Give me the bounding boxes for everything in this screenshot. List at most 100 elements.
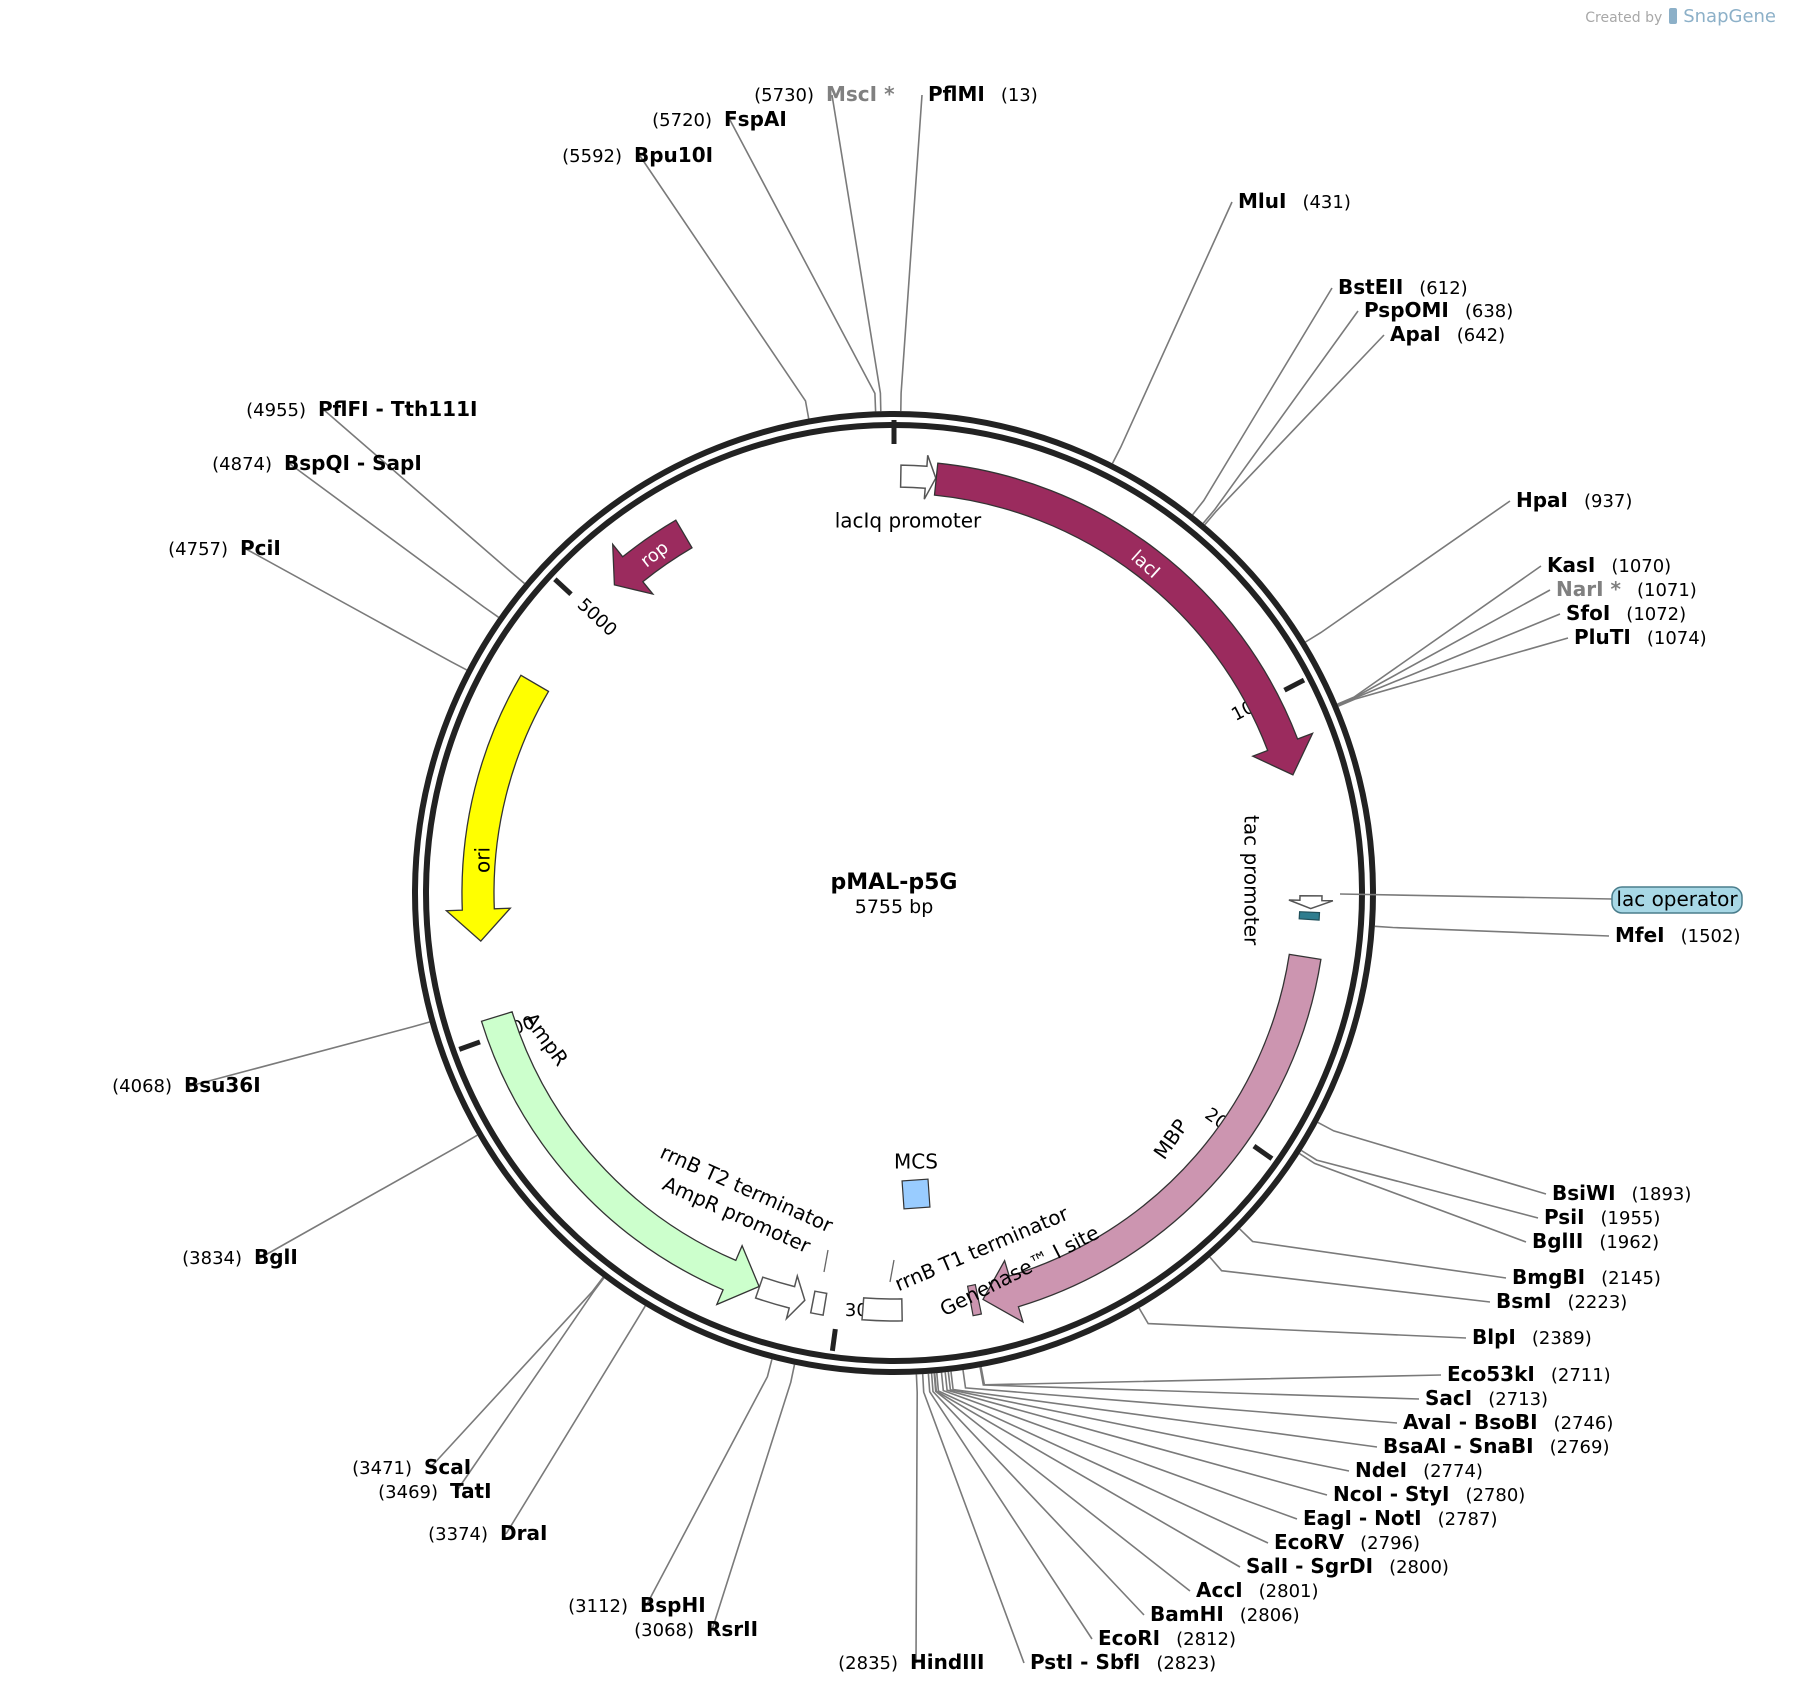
site-bamhi[interactable]: BamHI(2806) <box>1150 1602 1300 1626</box>
site-ndei[interactable]: NdeI(2774) <box>1355 1458 1483 1482</box>
site-sali-sgrdi[interactable]: SalI - SgrDI(2800) <box>1246 1554 1449 1578</box>
site-blpi[interactable]: BlpI(2389) <box>1472 1325 1592 1349</box>
site-position: (3469) <box>378 1482 438 1503</box>
site-position: (2796) <box>1360 1533 1420 1554</box>
site-position: (2801) <box>1259 1581 1319 1602</box>
site-bsiwi[interactable]: BsiWI(1893) <box>1552 1181 1691 1205</box>
feature-rrnB-T1-box[interactable] <box>861 1297 903 1322</box>
site-position: (638) <box>1465 301 1513 322</box>
site-saci[interactable]: SacI(2713) <box>1425 1386 1548 1410</box>
feature-MBP-arrow[interactable] <box>982 953 1322 1324</box>
site-pspomi[interactable]: PspOMI (638) <box>1364 298 1513 322</box>
site-fspai[interactable]: FspAI(5720) <box>652 107 787 131</box>
site-bpu10i[interactable]: Bpu10I(5592) <box>562 143 713 167</box>
site-sfoi[interactable]: SfoI(1072) <box>1566 601 1686 625</box>
site-position: (2823) <box>1156 1653 1216 1674</box>
site-position: (2780) <box>1465 1485 1525 1506</box>
site-kasi[interactable]: KasI(1070) <box>1547 553 1671 577</box>
feature-lac-operator-label[interactable]: lac operator <box>1339 886 1743 914</box>
site-mfei[interactable]: MfeI(1502) <box>1615 923 1740 947</box>
bp-ticks: 10002000300040005000 <box>458 577 1306 1352</box>
site-ecorv[interactable]: EcoRV(2796) <box>1274 1530 1420 1554</box>
terminator-connector-1 <box>823 1249 829 1273</box>
feature-genenase-site-box[interactable] <box>966 1283 983 1317</box>
site-hpai[interactable]: HpaI(937) <box>1516 488 1632 512</box>
site-bsaai-snabi[interactable]: BsaAI - SnaBI(2769) <box>1383 1434 1609 1458</box>
feature-AmpR-arrow[interactable] <box>480 1010 760 1306</box>
site-name: EcoRI <box>1098 1626 1160 1650</box>
feature-lacI-arrow[interactable] <box>933 462 1314 776</box>
site-acci[interactable]: AccI(2801) <box>1196 1578 1319 1602</box>
site-leader-mfei <box>1374 925 1610 937</box>
site-position: (5592) <box>562 146 622 167</box>
site-scai[interactable]: ScaI(3471) <box>352 1455 471 1479</box>
site-hindiii[interactable]: HindIII(2835) <box>838 1650 984 1674</box>
site-tati[interactable]: TatI(3469) <box>378 1479 491 1503</box>
site-position: (2145) <box>1601 1268 1661 1289</box>
site-ecori[interactable]: EcoRI (2812) <box>1098 1626 1236 1650</box>
site-bsmi[interactable]: BsmI(2223) <box>1496 1289 1627 1313</box>
site-position: (2711) <box>1551 1365 1611 1386</box>
restriction-sites: PflMI(13) MluI(431) BstEII(612)PspOMI (638)… <box>112 82 1740 1674</box>
site-mlui[interactable]: MluI(431) <box>1238 189 1351 213</box>
site-name: BsaAI - SnaBI <box>1383 1434 1534 1458</box>
site-drai[interactable]: DraI(3374) <box>428 1521 547 1545</box>
feature-lacIq-promoter-arrow[interactable] <box>899 455 937 500</box>
site-bsu36i[interactable]: Bsu36I(4068) <box>112 1073 261 1097</box>
site-pflfi-tth111i[interactable]: PflFI - Tth111I(4955) <box>246 397 477 421</box>
site-position: (2835) <box>838 1653 898 1674</box>
site-eco53ki[interactable]: Eco53kI (2711) <box>1447 1362 1611 1386</box>
credit-prefix: Created by <box>1585 10 1663 26</box>
site-position: (1893) <box>1632 1184 1692 1205</box>
site-pcii[interactable]: PciI(4757) <box>168 536 281 560</box>
feature-lac-operator-box[interactable] <box>1298 911 1321 921</box>
feature-rrnB-T2-box[interactable] <box>809 1290 828 1316</box>
site-leader-pcii <box>245 548 468 671</box>
site-pluti[interactable]: PluTI(1074) <box>1574 625 1707 649</box>
site-leader-nari <box>1337 589 1551 706</box>
site-leader-tati <box>455 1277 605 1493</box>
site-position: (2812) <box>1176 1629 1236 1650</box>
site-leader-bsiwi <box>1317 1121 1547 1195</box>
feature-lacIq-promoter-label: lacIq promoter <box>835 509 982 533</box>
feature-rop-arrow[interactable] <box>611 519 693 596</box>
feature-AmpR-promoter-arrow[interactable] <box>754 1273 806 1322</box>
site-psti-sbfi[interactable]: PstI - SbfI (2823) <box>1030 1650 1216 1674</box>
site-msci[interactable]: MscI *(5730) <box>754 82 895 106</box>
site-name: Eco53kI <box>1447 1362 1535 1386</box>
site-leader-pspomi <box>1202 310 1359 524</box>
site-avai-bsobi[interactable]: AvaI - BsoBI(2746) <box>1403 1410 1613 1434</box>
site-bsphi[interactable]: BspHI (3112) <box>568 1593 706 1617</box>
site-apai[interactable]: ApaI(642) <box>1390 322 1505 346</box>
site-bmgbi[interactable]: BmgBI(2145) <box>1512 1265 1661 1289</box>
site-position: (3068) <box>634 1620 694 1641</box>
site-bgli[interactable]: BglI(3834) <box>182 1245 298 1269</box>
site-name: MfeI <box>1615 923 1665 947</box>
site-name: PstI - SbfI <box>1030 1650 1140 1674</box>
plasmid-title: pMAL-p5G 5755 bp <box>831 870 958 918</box>
site-name: BspHI <box>640 1593 706 1617</box>
site-name: PspOMI <box>1364 298 1449 322</box>
site-leader-lines <box>189 94 1610 1664</box>
site-pflmi[interactable]: PflMI(13) <box>928 82 1038 106</box>
site-leader-pflmi <box>900 94 923 412</box>
feature-ori-arrow[interactable] <box>444 674 550 943</box>
site-ncoi-styi[interactable]: NcoI - StyI(2780) <box>1333 1482 1525 1506</box>
site-position: (1072) <box>1626 604 1686 625</box>
site-bspqi-sapi[interactable]: BspQI - SapI(4874) <box>212 451 422 475</box>
feature-tac-promoter-arrow[interactable] <box>1288 895 1334 910</box>
site-bsteii[interactable]: BstEII(612) <box>1338 275 1468 299</box>
site-name: BglII <box>1532 1229 1583 1253</box>
site-psii[interactable]: PsiI(1955) <box>1544 1205 1660 1229</box>
site-leader-hpai <box>1305 500 1511 643</box>
site-name: BspQI - SapI <box>284 451 422 475</box>
site-leader-fspai <box>729 119 877 412</box>
site-rsrii[interactable]: RsrII(3068) <box>634 1617 758 1641</box>
site-position: (3112) <box>568 1596 628 1617</box>
site-leader-bgli <box>259 1134 478 1259</box>
site-nari[interactable]: NarI *(1071) <box>1556 577 1697 601</box>
site-bglii[interactable]: BglII(1962) <box>1532 1229 1659 1253</box>
site-eagi-noti[interactable]: EagI - NotI(2787) <box>1303 1506 1497 1530</box>
feature-MCS-box[interactable] <box>901 1178 931 1210</box>
snapgene-logo-icon <box>1668 8 1677 24</box>
